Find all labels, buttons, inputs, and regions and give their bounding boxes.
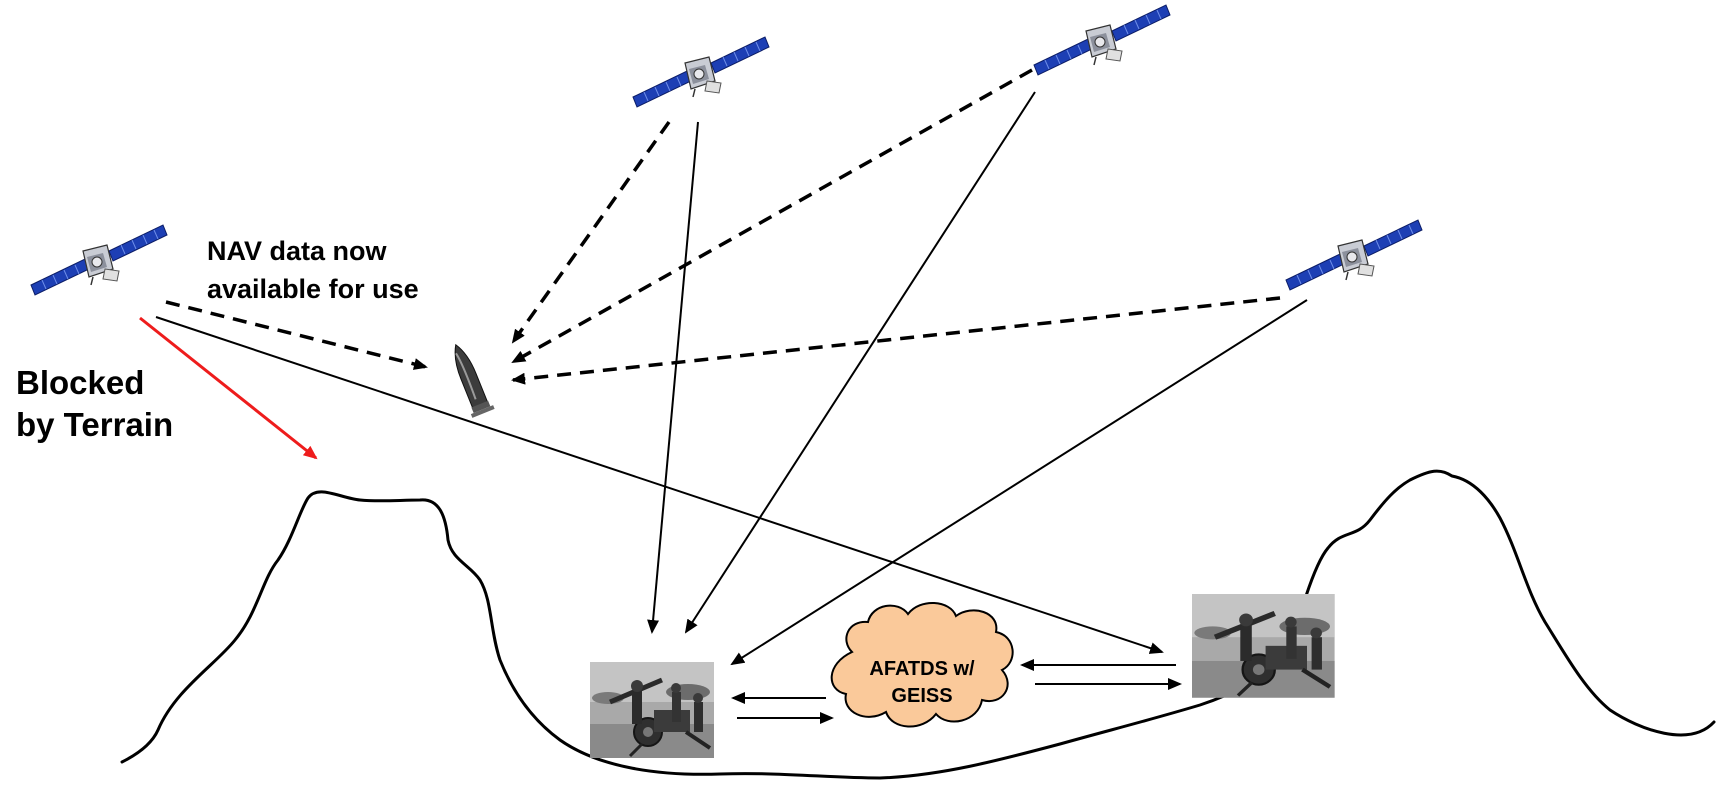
nav-line-sat2 [511, 120, 671, 344]
munition-icon [454, 343, 495, 418]
nav-signal-lines [165, 68, 1281, 385]
howitzer-photo-left [590, 662, 714, 758]
sat2-to-gun1 [647, 121, 699, 634]
nav-line-sat1 [165, 300, 428, 370]
cloud-label-line1: AFATDS w/ [869, 658, 975, 680]
satellite-icon-left [30, 224, 168, 296]
cloud-link-arrows [731, 659, 1182, 724]
satellite-icon-right [1285, 219, 1423, 291]
satellite-icon-top-right [1033, 4, 1171, 76]
cloud-label-line2: GEISS [891, 685, 952, 707]
satellite-icon-top-center [632, 36, 770, 108]
sat1-to-gun2 [155, 316, 1164, 654]
gun-signal-lines [155, 91, 1308, 666]
blocked-label-line1: Blocked [16, 364, 144, 401]
nav-data-label-line2: available for use [207, 274, 419, 304]
sat3-to-gun1 [684, 91, 1036, 634]
howitzer-photo-right [1192, 594, 1335, 698]
sat4-to-gun1 [730, 299, 1308, 666]
nav-line-sat4 [511, 296, 1281, 385]
network-cloud [830, 601, 1014, 728]
terrain-outline [120, 469, 1716, 780]
blocked-label-line2: by Terrain [16, 406, 173, 443]
blocked-arrow [139, 316, 318, 460]
nav-data-label-line1: NAV data now [207, 236, 388, 266]
nav-line-sat3 [511, 68, 1033, 364]
